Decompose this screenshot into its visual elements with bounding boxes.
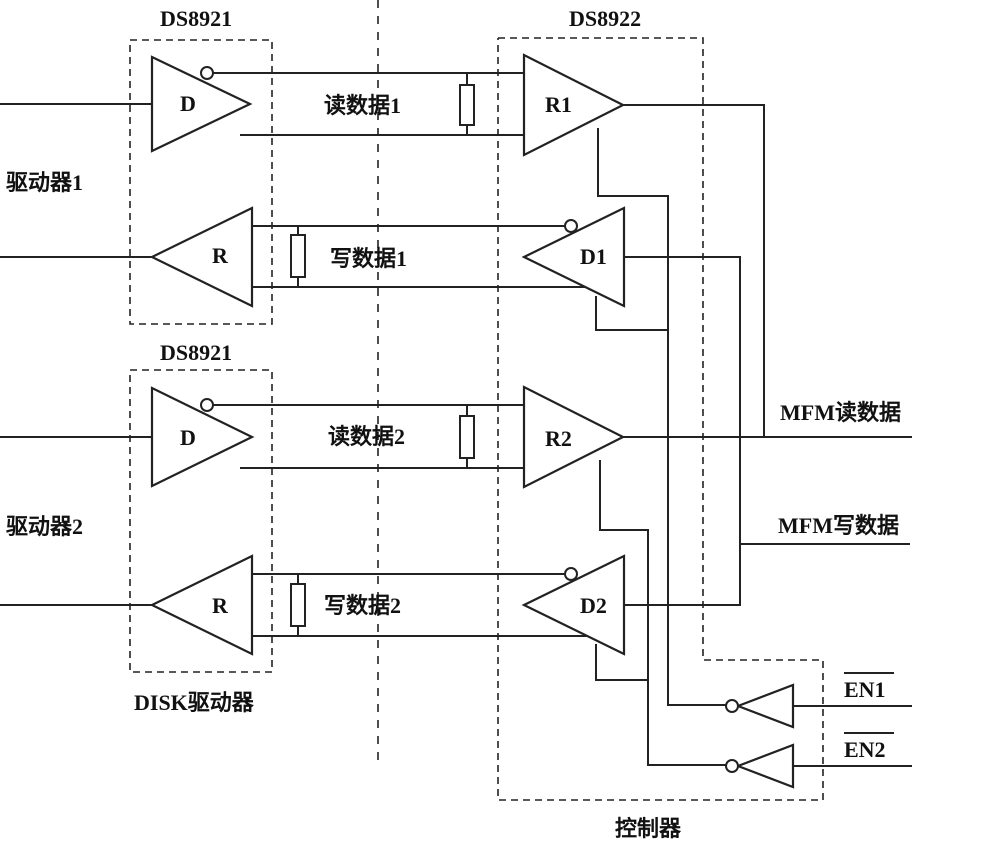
read-data1-label: 读数据1 <box>324 93 401 118</box>
gate-r2-label: R2 <box>545 426 572 451</box>
gate-d-top-label: D <box>180 91 196 116</box>
write-data2-label: 写数据2 <box>324 593 401 618</box>
d1-d2-input-wire <box>624 256 741 606</box>
driver-d-top-bubble <box>200 66 214 80</box>
driver-d2-bubble <box>564 567 578 581</box>
receiver-r2 <box>522 385 626 489</box>
inverter-en2 <box>734 743 795 789</box>
write2-resistor <box>290 583 306 627</box>
inverter-en1-bubble <box>725 699 739 713</box>
controller-label: 控制器 <box>615 816 682 841</box>
r2-enable-wire <box>599 460 726 766</box>
disk-drive-label: DISK驱动器 <box>134 690 255 715</box>
receiver-r-top <box>149 206 254 308</box>
write-data1-label: 写数据1 <box>330 246 407 271</box>
gate-d2-label: D2 <box>580 593 607 618</box>
chip-label-ds8922: DS8922 <box>569 6 641 31</box>
driver-d-bottom <box>150 386 255 488</box>
r1-enable-wire <box>597 128 726 706</box>
driver-d-bottom-bubble <box>200 398 214 412</box>
driver-d-top <box>150 55 253 153</box>
read2-resistor <box>459 415 475 459</box>
gate-d-bottom-label: D <box>180 425 196 450</box>
en1-label: EN1 <box>844 677 886 702</box>
en2-label: EN2 <box>844 737 886 762</box>
chip-label-ds8921-top: DS8921 <box>160 6 232 31</box>
read-data2-label: 读数据2 <box>328 424 405 449</box>
receiver-r-bottom <box>149 554 254 656</box>
mfm-read-label: MFM读数据 <box>780 400 901 425</box>
inverter-en2-bubble <box>725 759 739 773</box>
gate-r1-label: R1 <box>545 92 572 117</box>
ds8921-top-box <box>129 39 273 325</box>
d1-enable-wire <box>595 296 668 331</box>
receiver-r1 <box>522 53 626 157</box>
chip-label-ds8921-bottom: DS8921 <box>160 340 232 365</box>
ds8921-bottom-box <box>129 369 273 673</box>
drive1-label: 驱动器1 <box>6 170 83 195</box>
read1-resistor <box>459 84 475 126</box>
gate-r-top-label: R <box>212 243 229 268</box>
drive2-label: 驱动器2 <box>6 514 83 539</box>
inverter-en1 <box>734 683 795 729</box>
ds8922-controller-box <box>497 37 824 801</box>
write1-resistor <box>290 234 306 278</box>
driver-d1-bubble <box>564 219 578 233</box>
mfm-write-label: MFM写数据 <box>778 513 899 538</box>
d2-enable-wire <box>595 644 648 681</box>
r1-output-wire <box>623 104 765 437</box>
gate-r-bottom-label: R <box>212 593 229 618</box>
gate-d1-label: D1 <box>580 244 607 269</box>
